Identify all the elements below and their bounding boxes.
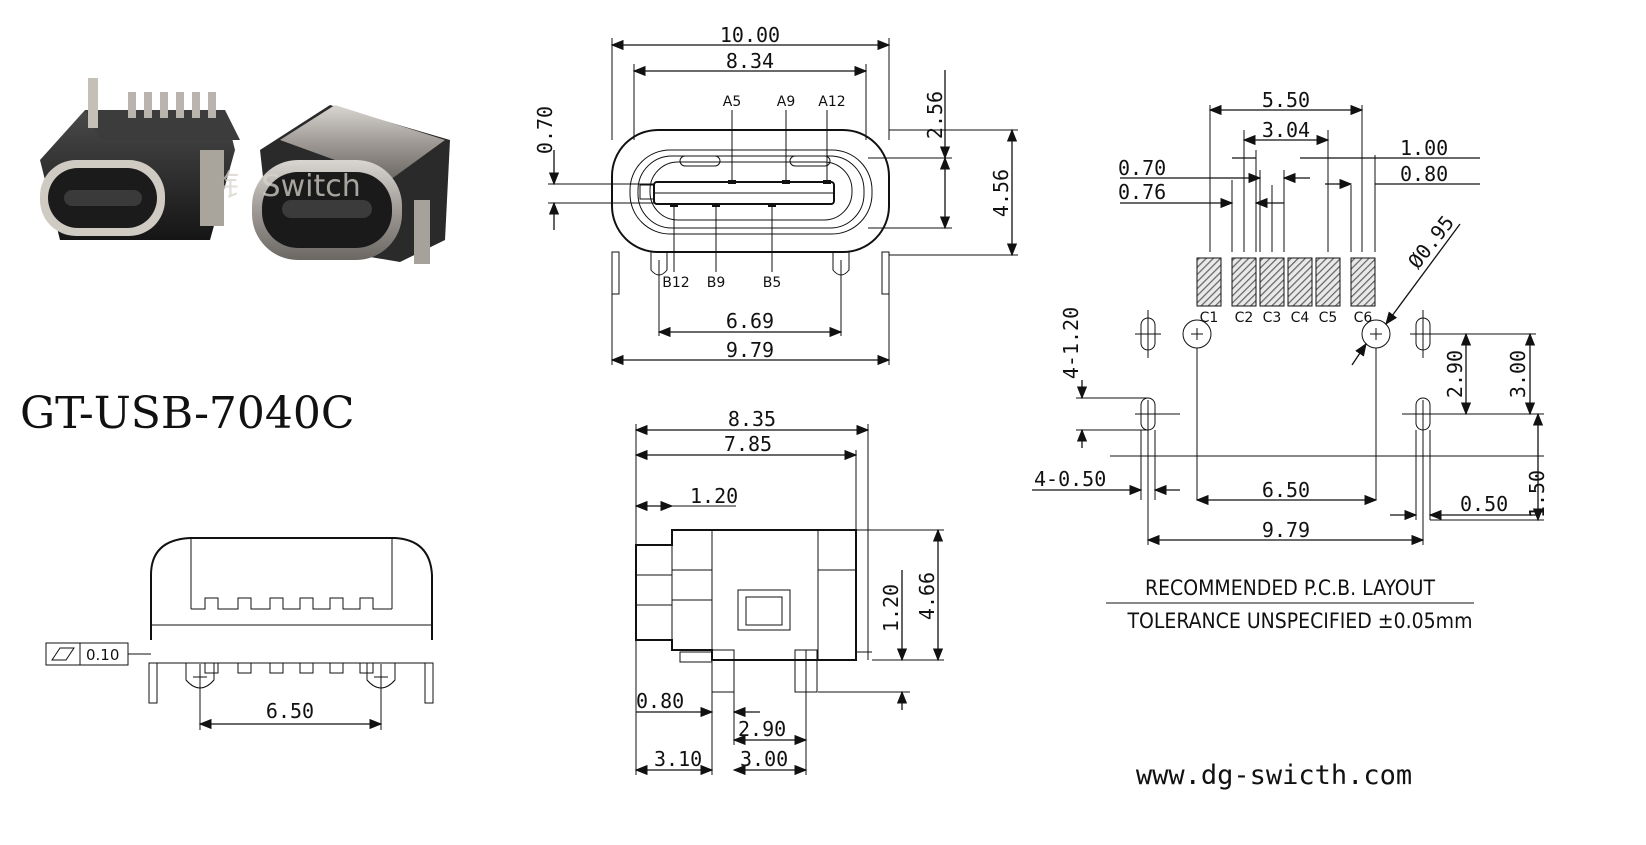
dim-peg-span: 6.50 (266, 699, 314, 723)
website-url: www.dg-swicth.com (1136, 760, 1412, 791)
dim-side-length-b: 7.85 (724, 432, 772, 456)
pin-label-b12: B12 (662, 275, 689, 291)
dim-front-leg-span: 9.79 (726, 338, 774, 362)
pcb-pad (1231, 257, 1257, 307)
dim-side-offset: 1.20 (690, 484, 738, 508)
dim-side-length-a: 8.35 (728, 407, 776, 431)
dim-front-height: 4.56 (989, 169, 1013, 217)
dim-side-bottom-a: 3.10 (654, 747, 702, 771)
dim-pcb-pad-span: 5.50 (1262, 88, 1310, 112)
flatness-value: 0.10 (86, 646, 119, 664)
tolerance-note: TOLERANCE UNSPECIFIED ±0.05mm (1127, 609, 1473, 633)
pad-label-c5: C5 (1319, 310, 1338, 326)
side-body-outline (635, 529, 857, 661)
dim-pcb-pad-b: 0.80 (1400, 162, 1448, 186)
dim-pcb-pitch: 1.00 (1400, 136, 1448, 160)
pad-label-c6: C6 (1354, 310, 1373, 326)
dim-pcb-slot-length: 4-1.20 (1059, 307, 1083, 379)
dim-pcb-slot-width-b: 0.50 (1460, 492, 1508, 516)
pin-label-b9: B9 (707, 275, 726, 291)
pin-label-a5: A5 (723, 94, 741, 110)
pad-label-c1: C1 (1200, 310, 1219, 326)
dim-pcb-row-gap-b: 3.00 (1506, 350, 1530, 398)
dim-front-inner-width: 8.34 (726, 49, 774, 73)
dim-side-lead-a: 0.80 (636, 689, 684, 713)
pcb-pad (1259, 257, 1285, 307)
pad-label-c4: C4 (1291, 310, 1310, 326)
rear-view-drawing: 6.50 0.10 (45, 537, 434, 730)
connector-photo-right (252, 105, 450, 264)
dim-pcb-pad-a: 0.70 (1118, 156, 1166, 180)
dim-pcb-pad-c: 0.76 (1118, 180, 1166, 204)
front-view-drawing: 10.00 8.34 A5 A9 A12 B12 B9 B5 (533, 23, 1018, 366)
dim-front-top-offset: 2.56 (923, 91, 947, 139)
connector-photo-left (40, 78, 240, 240)
pcb-layout-drawing: C1 C2 C3 C4 C5 C6 5.50 3.04 1.00 0.70 0.… (1032, 88, 1549, 633)
pin-label-b5: B5 (763, 275, 782, 291)
dim-pcb-hole-span: 6.50 (1262, 478, 1310, 502)
product-photo: 钅 Switch (40, 78, 450, 264)
dim-side-height: 4.66 (915, 572, 939, 620)
dim-side-bottom-b: 3.00 (740, 747, 788, 771)
rear-outline (150, 537, 433, 640)
front-shell-outline (611, 129, 890, 253)
side-view-drawing: 8.35 7.85 1.20 4.66 1.20 (634, 407, 944, 776)
dim-side-leg-height: 1.20 (879, 584, 903, 632)
dim-pcb-edge: 1.50 (1525, 470, 1549, 518)
part-number: GT-USB-7040C (20, 388, 355, 439)
dim-pcb-row-gap: 2.90 (1443, 350, 1467, 398)
pad-label-c3: C3 (1263, 310, 1282, 326)
pcb-pad (1350, 257, 1376, 307)
dim-pcb-inner-span: 3.04 (1262, 118, 1310, 142)
pcb-pad (1315, 257, 1341, 307)
dim-side-lead-b: 2.90 (738, 717, 786, 741)
dim-pcb-slot-width: 4-0.50 (1034, 467, 1106, 491)
pin-label-a12: A12 (818, 94, 845, 110)
pin-label-a9: A9 (777, 94, 795, 110)
photo-watermark: 钅 Switch (222, 169, 361, 204)
pad-label-c2: C2 (1235, 310, 1254, 326)
pcb-pad (1196, 257, 1222, 307)
dim-front-pin-span: 6.69 (726, 309, 774, 333)
pcb-layout-heading: RECOMMENDED P.C.B. LAYOUT (1145, 576, 1435, 600)
dim-pcb-total-span: 9.79 (1262, 518, 1310, 542)
dim-front-overall-width: 10.00 (720, 23, 780, 47)
dim-front-slot-height: 0.70 (533, 106, 557, 154)
pcb-pad (1287, 257, 1313, 307)
